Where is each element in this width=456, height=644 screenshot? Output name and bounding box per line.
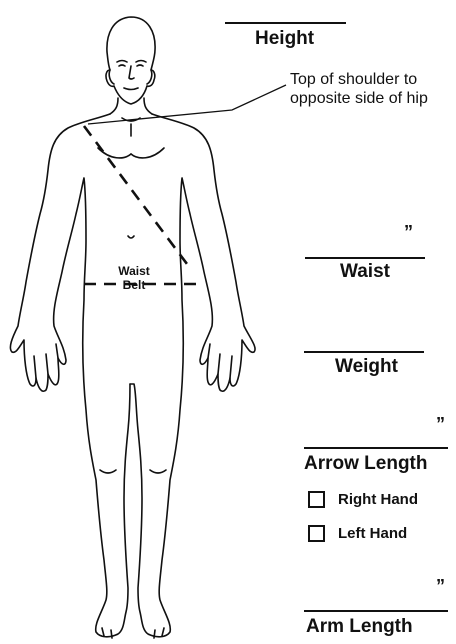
shoulder-annotation-line-2: opposite side of hip	[290, 89, 428, 108]
waist-label: Waist	[340, 261, 390, 283]
arm-length-label: Arm Length	[306, 616, 413, 638]
arrow-length-blank-line[interactable]	[304, 447, 448, 449]
left-hand-checkbox[interactable]	[308, 525, 325, 542]
left-hand-label: Left Hand	[338, 525, 407, 542]
height-label: Height	[255, 28, 314, 50]
shoulder-annotation: Top of shoulder to opposite side of hip	[290, 70, 428, 108]
arrow-length-label: Arrow Length	[304, 453, 428, 475]
arm-length-blank-line[interactable]	[304, 610, 448, 612]
waist-belt-line-1: Waist	[118, 264, 150, 278]
body-outline-right	[130, 114, 255, 637]
waist-blank-line[interactable]	[305, 257, 425, 259]
right-hand-checkbox[interactable]	[308, 491, 325, 508]
shoulder-to-hip-line	[84, 126, 190, 268]
weight-label: Weight	[335, 356, 398, 378]
right-hand-label: Right Hand	[338, 491, 418, 508]
weight-blank-line[interactable]	[304, 351, 424, 353]
arm-length-inch-mark: ”	[436, 576, 445, 597]
arrow-length-inch-mark: ”	[436, 414, 445, 435]
shoulder-annotation-line-1: Top of shoulder to	[290, 70, 428, 89]
waist-inch-mark: ”	[404, 222, 413, 243]
head-outline	[106, 17, 155, 104]
body-outline-left	[10, 114, 130, 637]
waist-belt-label: Waist Belt	[118, 264, 150, 292]
waist-belt-line-2: Belt	[118, 278, 150, 292]
height-blank-line[interactable]	[225, 22, 346, 24]
